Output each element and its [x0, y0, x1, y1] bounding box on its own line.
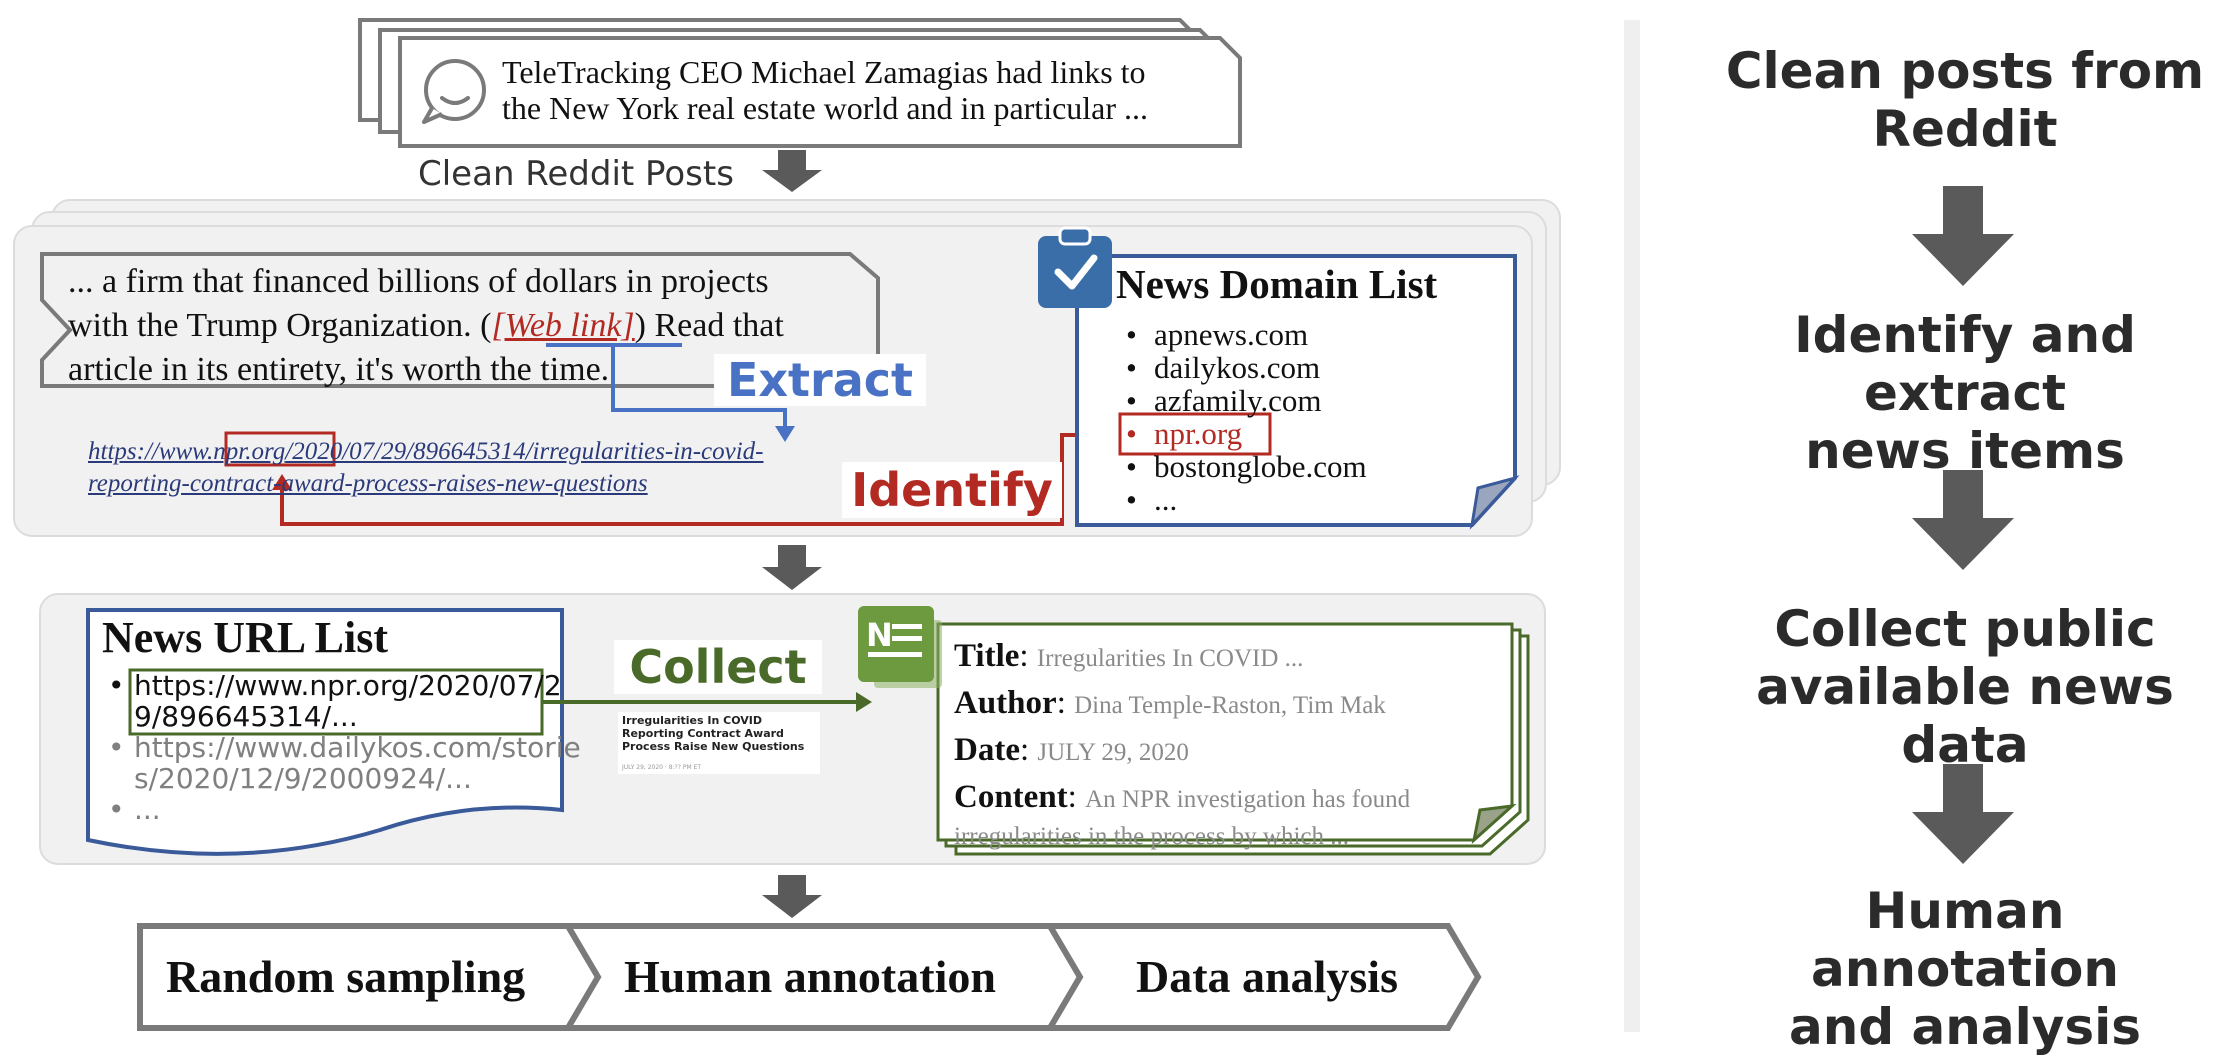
news-card-stack — [936, 622, 1530, 856]
field-title: Title: Irregularities In COVID ... — [954, 638, 1304, 674]
url-list-item: • ... — [108, 794, 581, 825]
news-document-icon: N — [858, 606, 942, 688]
author-key: Author — [954, 685, 1057, 721]
domain-item: apnews.com — [1124, 318, 1367, 351]
step-human-annotation: Human annotation — [624, 951, 996, 1002]
extract-label: Extract — [714, 354, 926, 406]
chat-bubble-icon — [422, 59, 486, 124]
domain-item: ... — [1124, 483, 1367, 516]
field-author: Author: Dina Temple-Raston, Tim Mak — [954, 685, 1386, 721]
right-arrow-1 — [1912, 186, 2014, 286]
excerpt-text: ... a firm that financed billions of dol… — [68, 260, 784, 392]
url-domain: npr.org — [213, 438, 286, 465]
thumbnail-headline: Irregularities In COVID Reporting Contra… — [622, 714, 805, 753]
down-arrow-2 — [762, 545, 822, 590]
web-link[interactable]: [Web link] — [491, 307, 635, 344]
field-date: Date: JULY 29, 2020 — [954, 732, 1189, 768]
right-step-3: Collect public available news data — [1705, 600, 2216, 774]
url-prefix: https://www. — [88, 438, 214, 465]
right-step-2: Identify and extract news items — [1705, 306, 2216, 480]
content-key: Content — [954, 779, 1068, 815]
step-random-sampling: Random sampling — [166, 951, 526, 1002]
news-card-fields: Title: Irregularities In COVID ... Autho… — [954, 634, 1410, 852]
right-arrow-3 — [1912, 764, 2014, 864]
url-list-item: • https://www.npr.org/2020/07/2 9/896645… — [108, 670, 581, 732]
url-domain-highlight — [224, 431, 336, 467]
excerpt-line-2a: with the Trump Organization. ( — [68, 307, 492, 344]
divider — [1624, 20, 1640, 1032]
down-arrow-1 — [762, 150, 822, 192]
pipeline-chevrons — [137, 923, 1482, 1031]
url-list-title: News URL List — [102, 613, 389, 662]
right-step-2-line-1: Identify and extract — [1794, 306, 2136, 422]
post-line-1: TeleTracking CEO Michael Zamagias had li… — [502, 54, 1146, 90]
right-step-3-line-1: Collect public — [1774, 600, 2156, 658]
post-card-stack — [358, 18, 1242, 148]
right-arrow-2 — [1912, 470, 2014, 570]
right-step-1: Clean posts from Reddit — [1705, 42, 2216, 158]
url-item-1-line-1: https://www.npr.org/2020/07/2 — [134, 669, 562, 702]
domain-item: azfamily.com — [1124, 384, 1367, 417]
excerpt-line-3: article in its entirety, it's worth the … — [68, 351, 610, 388]
right-step-2-line-2: news items — [1805, 422, 2125, 480]
collect-connector — [542, 692, 872, 712]
right-step-4-line-1: Human annotation — [1811, 882, 2119, 998]
thumbnail-date: JULY 29, 2020 · 8:?? PM ET — [622, 764, 701, 771]
content-value-2: irregularities in the process by which .… — [954, 823, 1350, 850]
excerpt-line-2: with the Trump Organization. ([Web link]… — [68, 304, 784, 348]
right-step-1-line-1: Clean posts from — [1725, 42, 2205, 100]
article-thumbnail — [618, 712, 820, 774]
collect-label: Collect — [614, 640, 822, 694]
news-url-link[interactable]: https://www.npr.org/2020/07/29/896645314… — [88, 436, 763, 500]
url-line-2: reporting-contract-award-process-raises-… — [88, 470, 648, 497]
date-key: Date — [954, 732, 1020, 768]
url-item-2-line-2: s/2020/12/9/2000924/... — [134, 762, 472, 795]
content-value-1: An NPR investigation has found — [1085, 786, 1411, 813]
url-line-1: https://www.npr.org/2020/07/29/896645314… — [88, 436, 763, 468]
post-text: TeleTracking CEO Michael Zamagias had li… — [502, 54, 1148, 126]
identify-label: Identify — [842, 462, 1062, 518]
url-list-item: • https://www.dailykos.com/storie s/2020… — [108, 731, 581, 795]
title-key: Title — [954, 638, 1020, 674]
excerpt-box — [40, 252, 880, 388]
title-value: Irregularities In COVID ... — [1036, 645, 1304, 672]
domain-item-npr: npr.org — [1124, 417, 1367, 450]
domain-list: apnews.com dailykos.com azfamily.com npr… — [1124, 318, 1367, 516]
extract-connector — [546, 343, 795, 442]
clean-posts-label: Clean Reddit Posts — [418, 154, 734, 194]
date-value: JULY 29, 2020 — [1037, 739, 1189, 766]
author-value: Dina Temple-Raston, Tim Mak — [1074, 692, 1386, 719]
url-list: • https://www.npr.org/2020/07/2 9/896645… — [108, 670, 581, 825]
excerpt-line-2b: ) Read that — [634, 307, 784, 344]
url-item-1-line-2: 9/896645314/... — [134, 700, 358, 733]
right-step-4: Human annotation and analysis — [1705, 882, 2216, 1056]
domain-list-title: News Domain List — [1116, 261, 1438, 307]
post-line-2: the New York real estate world and in pa… — [502, 90, 1149, 126]
url-item-2-line-1: https://www.dailykos.com/storie — [134, 731, 581, 764]
clipboard-check-icon — [1038, 226, 1112, 308]
url-item-3: ... — [134, 793, 161, 826]
down-arrow-3 — [762, 875, 822, 918]
right-step-4-line-2: and analysis — [1788, 998, 2141, 1056]
field-content: Content: An NPR investigation has found — [954, 779, 1411, 815]
svg-text:N: N — [866, 616, 893, 654]
excerpt-line-1: ... a firm that financed billions of dol… — [68, 263, 769, 300]
step-data-analysis: Data analysis — [1136, 951, 1398, 1002]
domain-item: dailykos.com — [1124, 351, 1367, 384]
domain-item: bostonglobe.com — [1124, 450, 1367, 483]
right-step-1-line-2: Reddit — [1872, 100, 2058, 158]
right-step-3-line-2: available news data — [1756, 658, 2174, 774]
url-rest: /2020/07/29/896645314/irregularities-in-… — [285, 438, 764, 465]
